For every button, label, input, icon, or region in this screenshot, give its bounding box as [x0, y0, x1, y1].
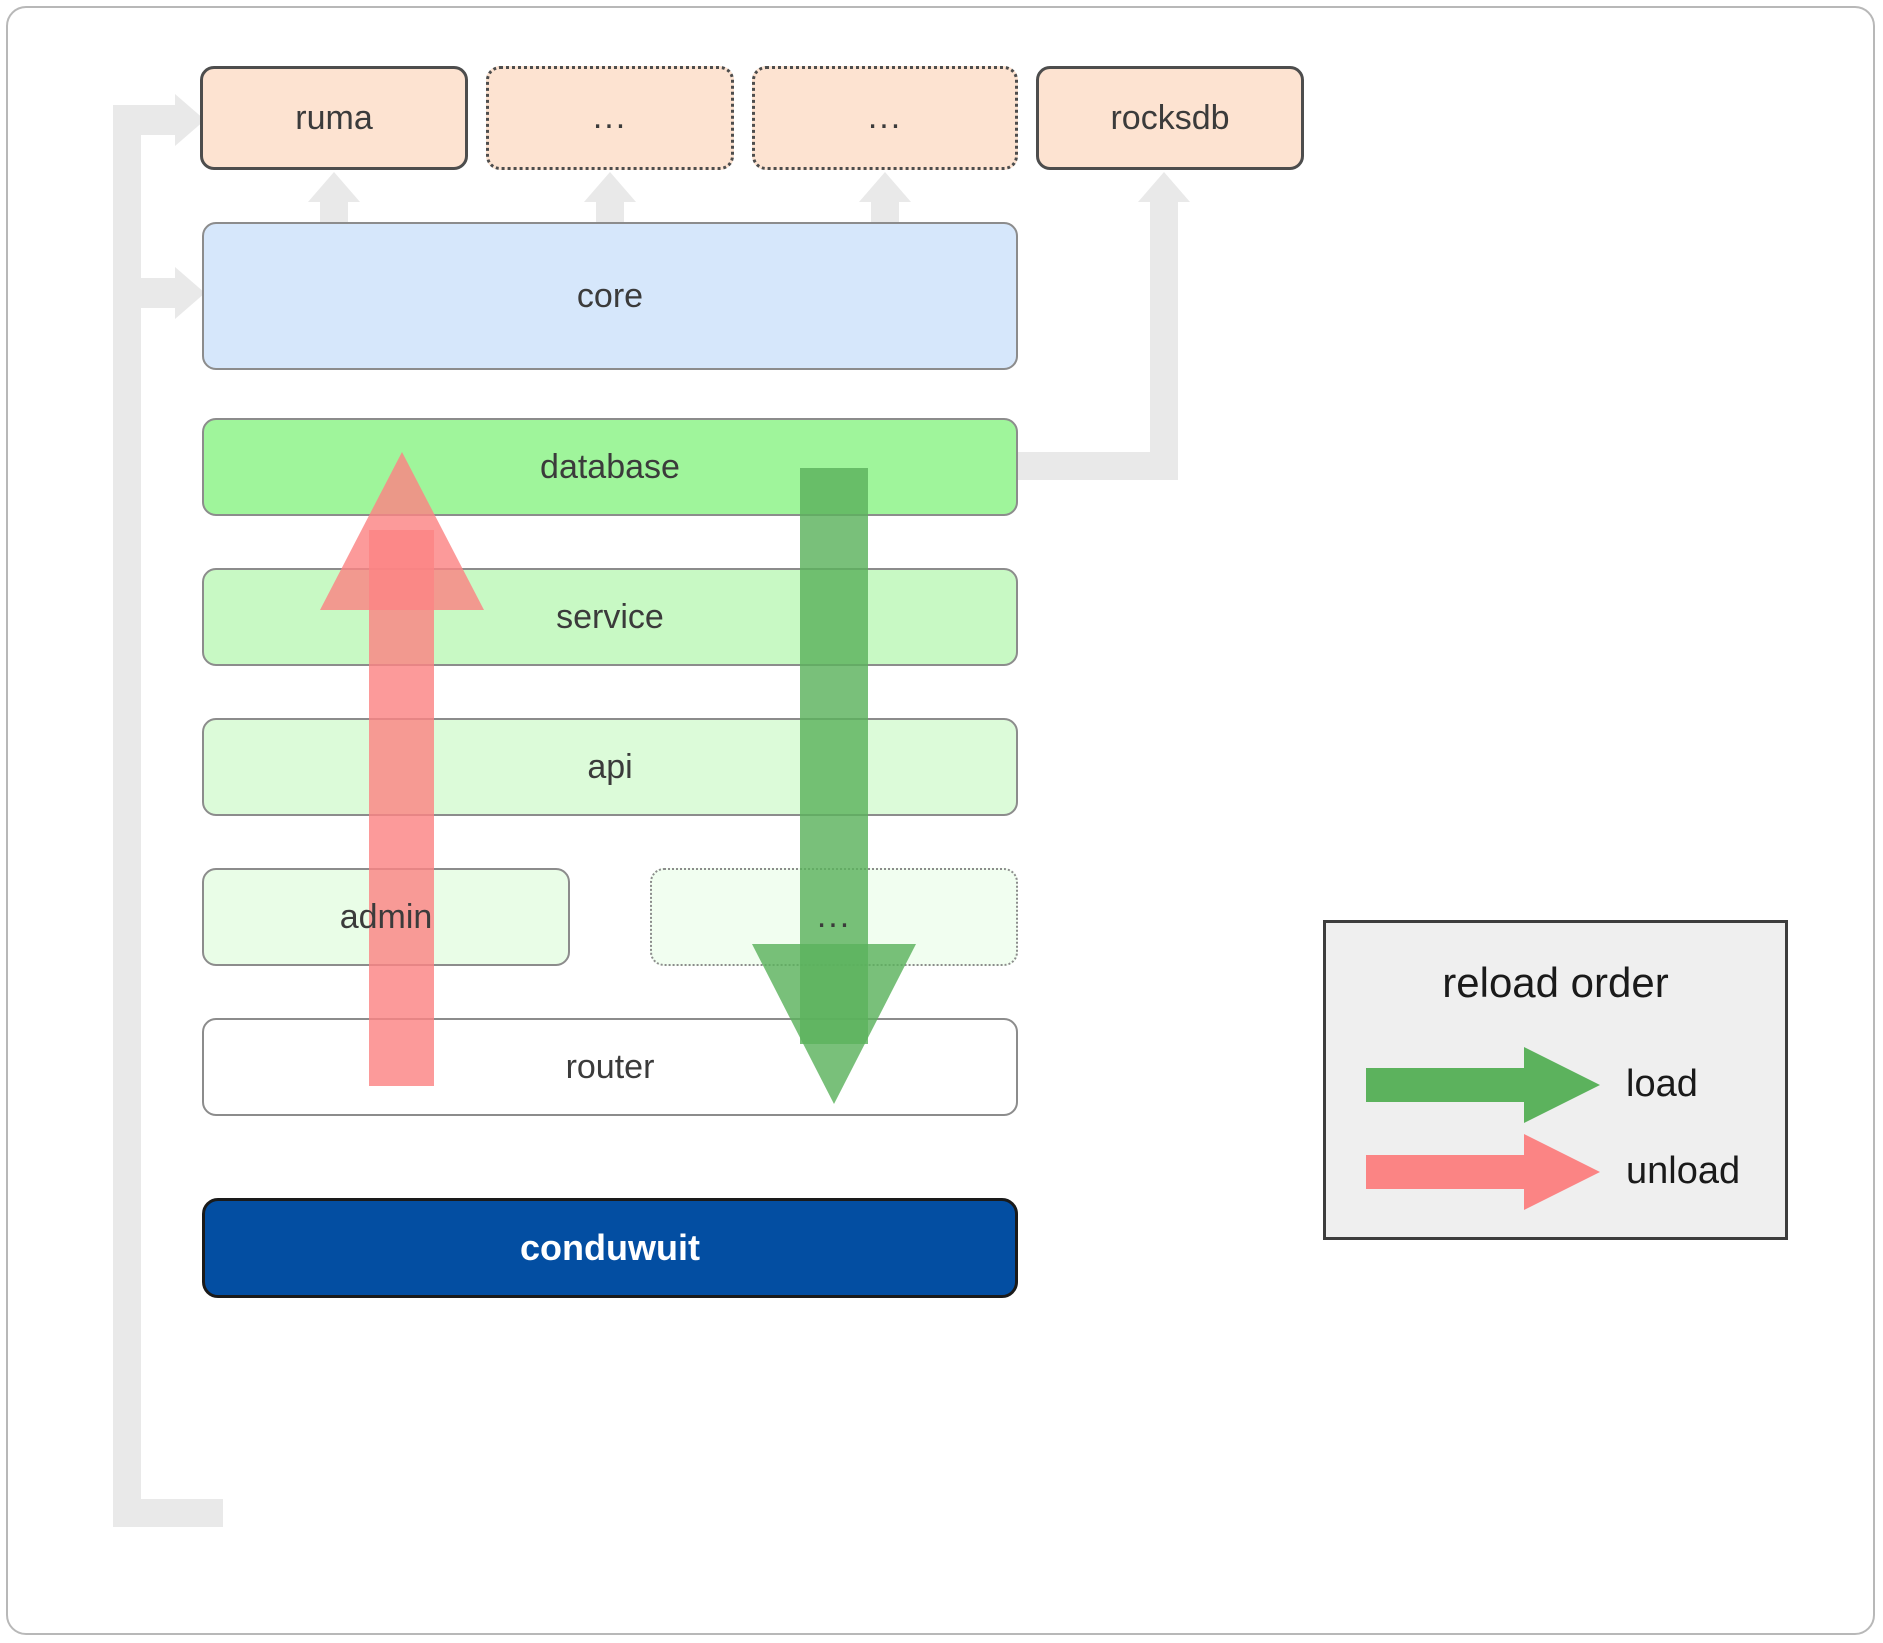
layer-box-core[interactable]: core	[202, 222, 1018, 370]
load-arrow-head	[752, 944, 916, 1104]
dependency-box-ruma[interactable]: ruma	[200, 66, 468, 170]
connector-left-vertical	[113, 121, 141, 1527]
connector-to-ruma	[113, 105, 181, 135]
unload-arrow-head	[320, 452, 484, 610]
legend-label-load: load	[1626, 1063, 1698, 1105]
dependency-box-2[interactable]: ...	[486, 66, 734, 170]
connector-left-bottom-horizontal	[113, 1499, 223, 1527]
layer-label-core: core	[576, 276, 644, 315]
legend-panel: reload order load unload	[1323, 920, 1788, 1240]
unload-arrow-shaft	[369, 530, 434, 1086]
legend-swatch-unload-bar	[1366, 1155, 1526, 1189]
root-box-conduwuit[interactable]: conduwuit	[202, 1198, 1018, 1298]
connector-core-to-dep3-arrowhead	[859, 172, 911, 202]
dependency-label-rocksdb: rocksdb	[1110, 98, 1230, 137]
connector-core-to-ruma-arrowhead	[308, 172, 360, 202]
dependency-box-rocksdb[interactable]: rocksdb	[1036, 66, 1304, 170]
dependency-label-3: ...	[867, 98, 903, 137]
layer-box-api[interactable]	[202, 718, 1018, 816]
legend-swatch-unload-head	[1524, 1134, 1600, 1210]
dependency-label-2: ...	[592, 98, 628, 137]
legend-title: reload order	[1442, 959, 1669, 1006]
legend-swatch-load-head	[1524, 1047, 1600, 1123]
connector-database-to-rocksdb-vertical	[1150, 196, 1178, 480]
connector-core-to-dep2-arrowhead	[584, 172, 636, 202]
connector-to-core-arrowhead	[175, 267, 205, 319]
dependency-label-ruma: ruma	[295, 98, 373, 137]
legend-swatch-load-bar	[1366, 1068, 1526, 1102]
legend-label-unload: unload	[1626, 1150, 1741, 1192]
connector-database-to-rocksdb-arrowhead	[1138, 172, 1190, 202]
root-label-conduwuit: conduwuit	[520, 1227, 700, 1268]
connector-to-core	[113, 278, 181, 308]
dependency-box-3[interactable]: ...	[752, 66, 1018, 170]
